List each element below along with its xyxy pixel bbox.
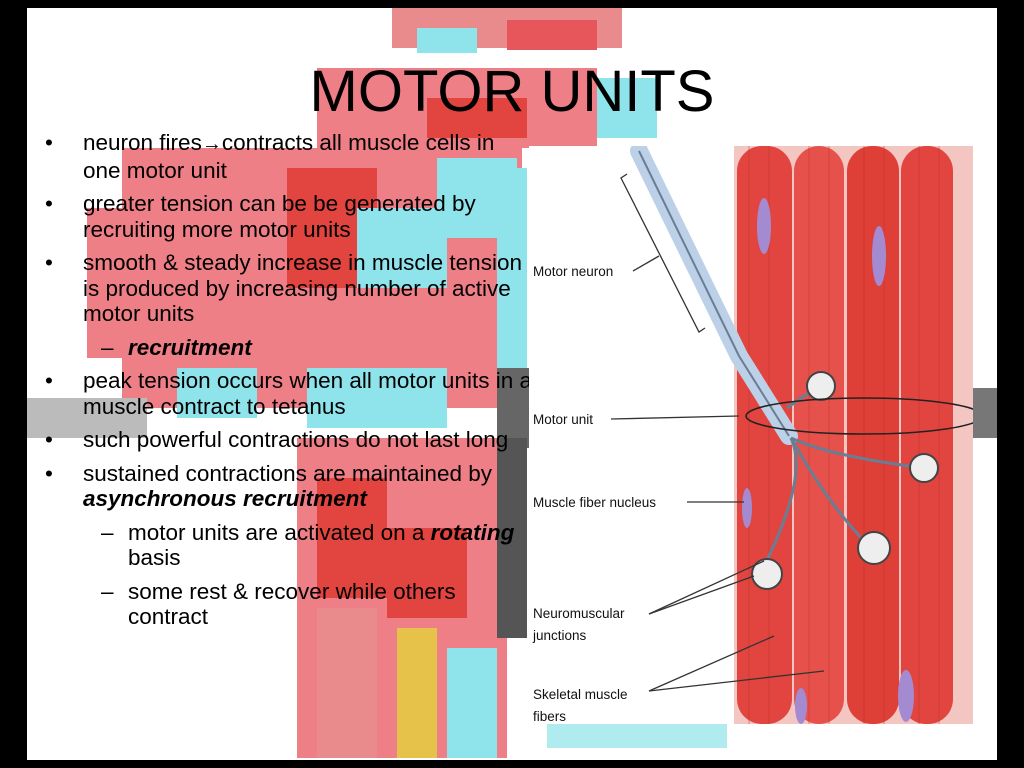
neuromuscular-junction [909, 453, 939, 483]
dash-marker: – [101, 519, 114, 545]
bullet-text: contracts all muscle cells in one motor … [83, 130, 495, 183]
dash-marker: – [101, 334, 114, 360]
bullet-marker: • [45, 250, 53, 275]
label-fibers: fibers [533, 709, 566, 724]
bullet-item: • such powerful contractions do not last… [42, 427, 532, 453]
label-skeletal-muscle: Skeletal muscle [533, 687, 628, 702]
bullet-text: such powerful contractions do not last l… [83, 427, 509, 452]
neuromuscular-junction [806, 371, 836, 401]
label-motor-neuron: Motor neuron [533, 264, 613, 279]
sub-bullet-text: basis [128, 545, 181, 570]
nucleus [757, 198, 771, 254]
bullet-item: • peak tension occurs when all motor uni… [42, 368, 532, 419]
nucleus [742, 488, 752, 528]
bullet-item: • smooth & steady increase in muscle ten… [42, 250, 532, 327]
neuromuscular-junction [857, 531, 891, 565]
nucleus [898, 670, 914, 722]
muscle-anatomy-background [27, 8, 997, 758]
label-junctions: junctions [532, 628, 587, 643]
bullet-item: • greater tension can be be generated by… [42, 191, 532, 242]
sub-bullet-text: recruitment [128, 334, 252, 360]
bullet-text: greater tension can be be generated by r… [83, 191, 476, 242]
bullet-text: sustained contractions are maintained by [83, 460, 492, 486]
sub-bullet-item: – some rest & recover while others contr… [42, 579, 532, 630]
sub-bullet-text: motor units are activated on a [128, 519, 431, 545]
bullet-list: • neuron fires→contracts all muscle cell… [42, 130, 532, 638]
muscle-fiber [847, 146, 899, 724]
bullet-text: smooth & steady increase in muscle tensi… [83, 250, 522, 326]
arrow-icon: → [201, 133, 222, 155]
label-neuromuscular: Neuromuscular [533, 606, 625, 621]
muscle-fiber [901, 146, 953, 724]
slide: MOTOR UNITS • neuron fires→contracts all… [27, 8, 997, 760]
bullet-marker: • [45, 130, 53, 155]
bullet-marker: • [45, 460, 53, 486]
muscle-fiber [794, 146, 844, 724]
slide-title: MOTOR UNITS [309, 59, 715, 124]
bullet-text: neuron fires [83, 130, 202, 155]
nucleus [872, 226, 886, 286]
dash-marker: – [101, 578, 114, 604]
nucleus [795, 688, 807, 724]
bullet-item: • sustained contractions are maintained … [42, 461, 532, 512]
bullet-item: • neuron fires→contracts all muscle cell… [42, 130, 532, 183]
sub-bullet-item: – motor units are activated on a rotatin… [42, 520, 532, 571]
label-muscle-fiber-nucleus: Muscle fiber nucleus [533, 495, 656, 510]
sub-bullet-item: – recruitment [42, 335, 532, 361]
sub-bullet-text: some rest & recover while others contrac… [128, 578, 456, 630]
bullet-emphasis: asynchronous recruitment [83, 486, 367, 511]
bullet-marker: • [45, 191, 53, 216]
bullet-marker: • [45, 427, 53, 452]
bullet-marker: • [45, 368, 53, 393]
neuromuscular-junction [751, 558, 783, 590]
bullet-text: peak tension occurs when all motor units… [83, 368, 532, 419]
motor-unit-diagram: Motor neuron Motor unit Muscle fiber nuc… [529, 146, 973, 724]
label-motor-unit: Motor unit [533, 412, 593, 427]
sub-bullet-emphasis: rotating [430, 519, 515, 545]
